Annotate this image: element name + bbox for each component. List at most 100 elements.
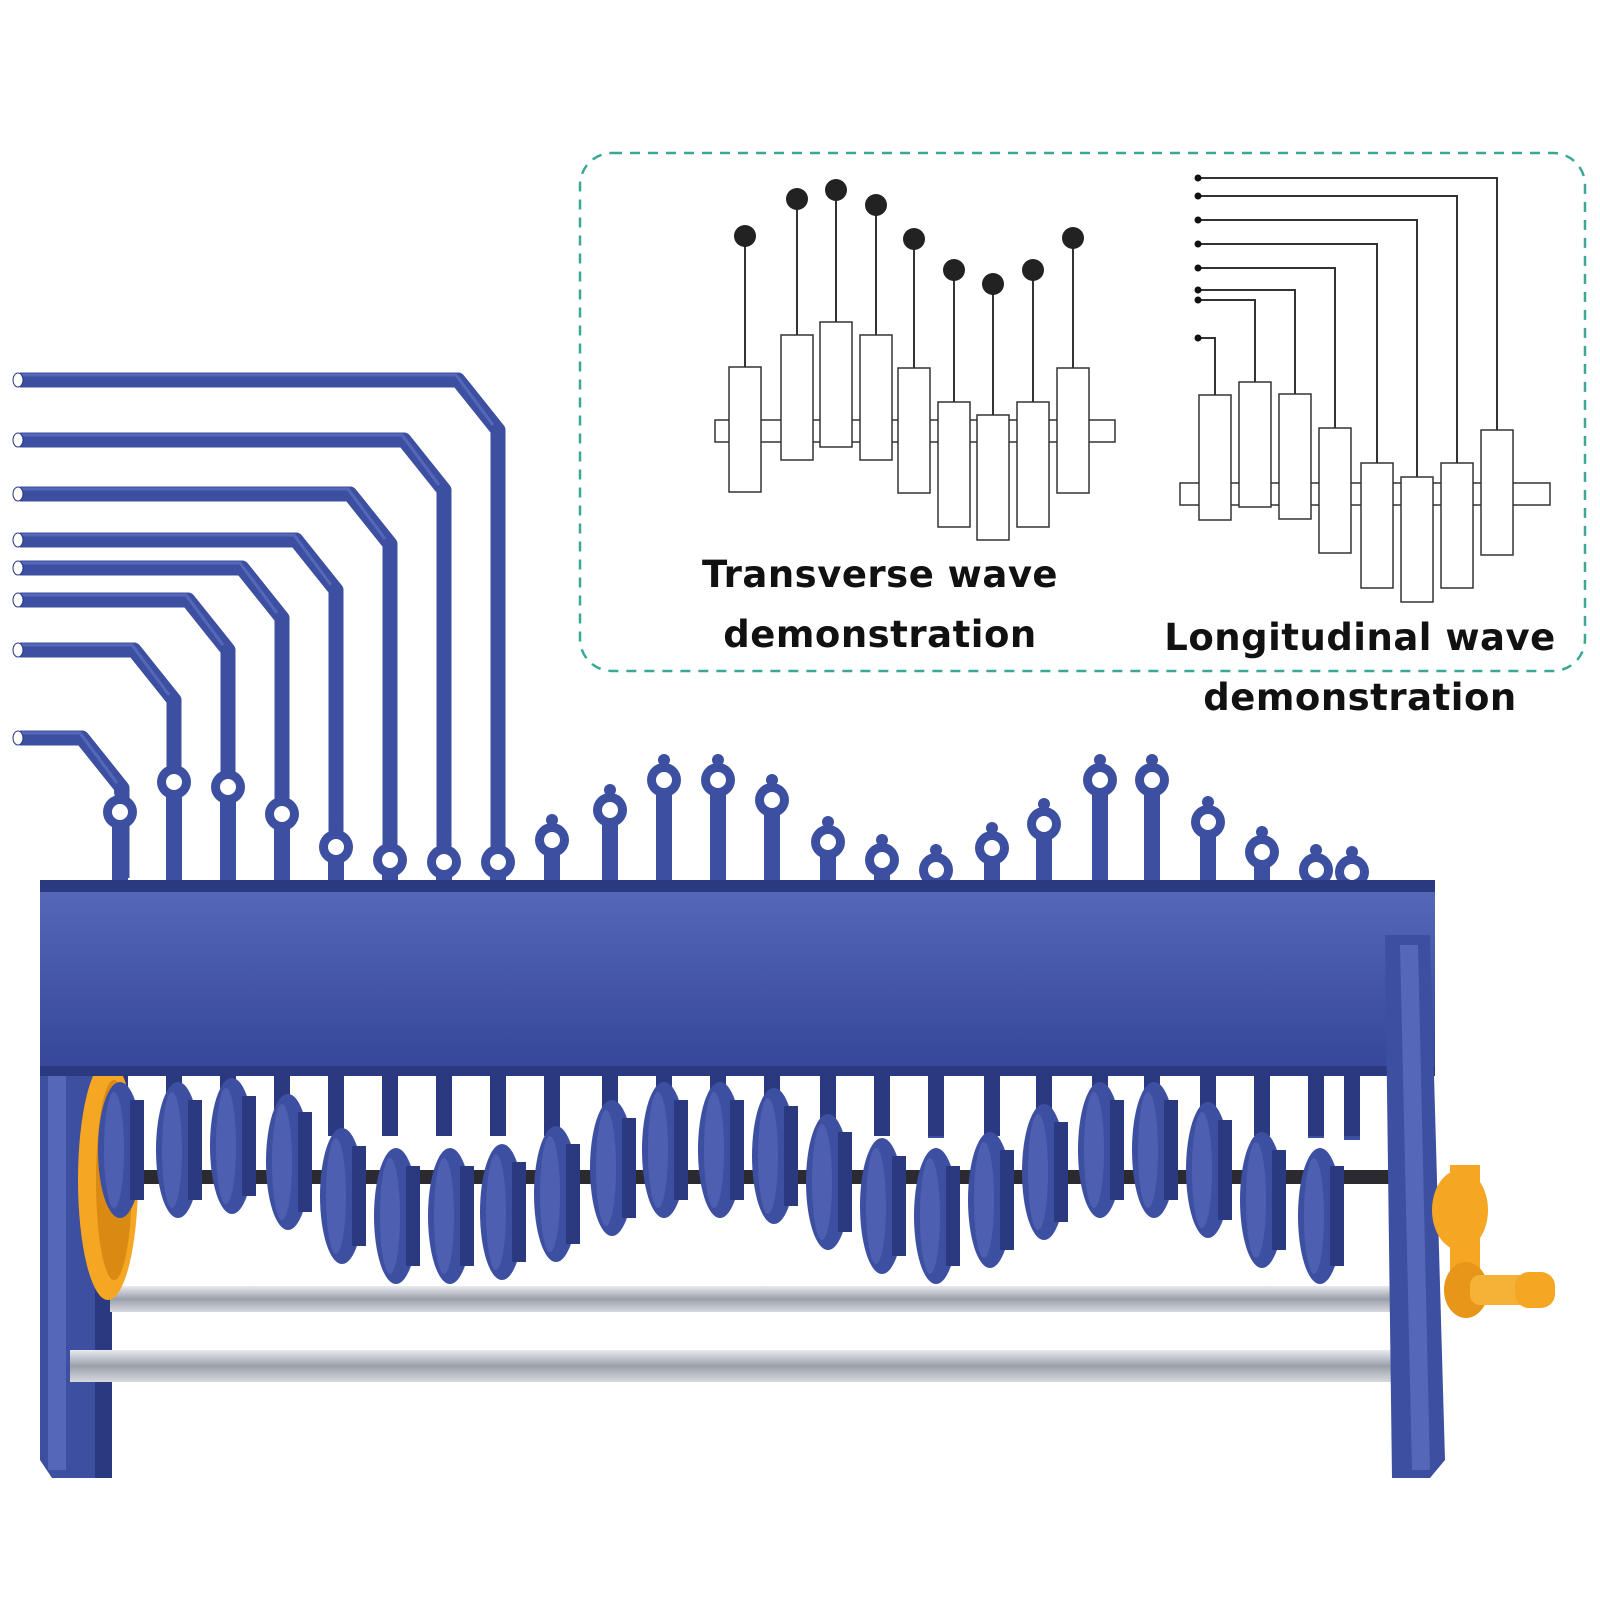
cam-block xyxy=(780,334,814,461)
cam-block xyxy=(897,367,931,494)
cam-block xyxy=(819,321,853,448)
cam-disc-highlight xyxy=(540,1136,560,1252)
rod-ring-nub xyxy=(1146,754,1158,766)
cam-disc-highlight xyxy=(920,1158,940,1274)
rod-lower xyxy=(928,1076,944,1136)
cam-disc-edge xyxy=(242,1096,256,1196)
rod-end xyxy=(12,486,24,502)
rod-ring-nub xyxy=(222,761,234,773)
top-beam xyxy=(40,880,1435,1076)
rod-ring-hole xyxy=(1144,772,1160,788)
rod-end xyxy=(12,592,24,608)
cam-disc-highlight xyxy=(1246,1142,1266,1258)
rod-ring-hole xyxy=(656,772,672,788)
rod-lower xyxy=(1254,1076,1270,1136)
l-rod-highlight xyxy=(20,373,495,426)
rod-ring-hole xyxy=(602,802,618,818)
cam-discs xyxy=(98,1078,1344,1284)
rod-ring-nub xyxy=(1256,826,1268,838)
rod-tip xyxy=(1194,192,1202,200)
l-rod xyxy=(1200,243,1378,463)
l-rod xyxy=(1200,267,1336,428)
rod-end xyxy=(12,372,24,388)
rod-ring-hole xyxy=(1036,816,1052,832)
cam-disc-edge xyxy=(1054,1122,1068,1222)
cam-block xyxy=(859,334,893,461)
cam-disc-highlight xyxy=(758,1098,778,1214)
l-rod xyxy=(1200,219,1418,477)
rod-ring-nub xyxy=(1310,844,1322,856)
cam-disc-edge xyxy=(512,1162,526,1262)
rod-ring-nub xyxy=(604,784,616,796)
cam-disc-edge xyxy=(1110,1100,1124,1200)
rod-ring-nub xyxy=(168,756,180,768)
cam-disc-edge xyxy=(674,1100,688,1200)
cam-disc-highlight xyxy=(162,1092,182,1208)
cam-block xyxy=(1400,476,1434,603)
cam-disc-highlight xyxy=(1028,1114,1048,1230)
cam-disc-edge xyxy=(566,1144,580,1244)
cam-disc-edge xyxy=(460,1166,474,1266)
cam-block xyxy=(1278,393,1312,520)
inset-diagram-panel xyxy=(578,151,1587,673)
pendulum-ball xyxy=(903,228,925,250)
l-rod-highlight xyxy=(20,487,387,540)
cam-disc-edge xyxy=(130,1100,144,1200)
cam-block xyxy=(1238,381,1272,508)
rod-ring-hole xyxy=(436,854,452,870)
rod-lower xyxy=(490,1076,506,1136)
cam-disc-highlight xyxy=(704,1092,724,1208)
rod-ring-nub xyxy=(492,836,504,848)
cam-disc-edge xyxy=(784,1106,798,1206)
rod-tip xyxy=(1194,264,1202,272)
cam-disc-highlight xyxy=(1138,1092,1158,1208)
rod-ring-nub xyxy=(986,822,998,834)
rod-ring-hole xyxy=(1200,814,1216,830)
rod-ring-hole xyxy=(1344,864,1360,880)
l-rod-highlight xyxy=(20,593,225,646)
cam-disc-edge xyxy=(352,1146,366,1246)
rod-ring-hole xyxy=(1254,844,1270,860)
cam-block xyxy=(1056,367,1090,494)
rod-tip xyxy=(1194,174,1202,182)
rod-ring-nub xyxy=(658,754,670,766)
cam-disc-highlight xyxy=(380,1158,400,1274)
cam-disc-highlight xyxy=(866,1148,886,1264)
rod-ring-hole xyxy=(874,852,890,868)
rod-ring-nub xyxy=(276,788,288,800)
rod-ring-hole xyxy=(764,792,780,808)
rod-ring-hole xyxy=(928,862,944,878)
cam-disc-edge xyxy=(1330,1166,1344,1266)
cam-disc-highlight xyxy=(974,1142,994,1258)
rod-lower xyxy=(544,1076,560,1136)
pendulum-ball xyxy=(1022,259,1044,281)
l-rod xyxy=(1200,289,1296,394)
rod-tip xyxy=(1194,334,1202,342)
l-rod-highlight xyxy=(20,433,441,486)
cam-disc-edge xyxy=(406,1166,420,1266)
rod-ring-nub xyxy=(876,834,888,846)
pendulum-ball xyxy=(865,194,887,216)
rod-end xyxy=(12,730,24,746)
rod-ring-hole xyxy=(328,839,344,855)
rod-end xyxy=(12,642,24,658)
cam-disc-highlight xyxy=(596,1110,616,1226)
rod-ring-nub xyxy=(1202,796,1214,808)
pendulum-ball xyxy=(825,179,847,201)
cam-disc-edge xyxy=(188,1100,202,1200)
l-rod-highlight xyxy=(20,533,333,586)
rod-ring-nub xyxy=(438,836,450,848)
rod-lower xyxy=(984,1076,1000,1136)
pendulum-ball xyxy=(734,225,756,247)
longitudinal-wave-diagram xyxy=(1179,174,1551,603)
cam-disc-edge xyxy=(838,1132,852,1232)
cam-disc-highlight xyxy=(1304,1158,1324,1274)
rod-tip xyxy=(1194,216,1202,224)
wave-machine xyxy=(12,372,1555,1478)
pendulum-ball xyxy=(982,273,1004,295)
cam-disc-highlight xyxy=(812,1124,832,1240)
rod-ring-hole xyxy=(112,804,128,820)
crank-icon[interactable] xyxy=(1432,1165,1555,1318)
cam-block xyxy=(1480,429,1514,556)
